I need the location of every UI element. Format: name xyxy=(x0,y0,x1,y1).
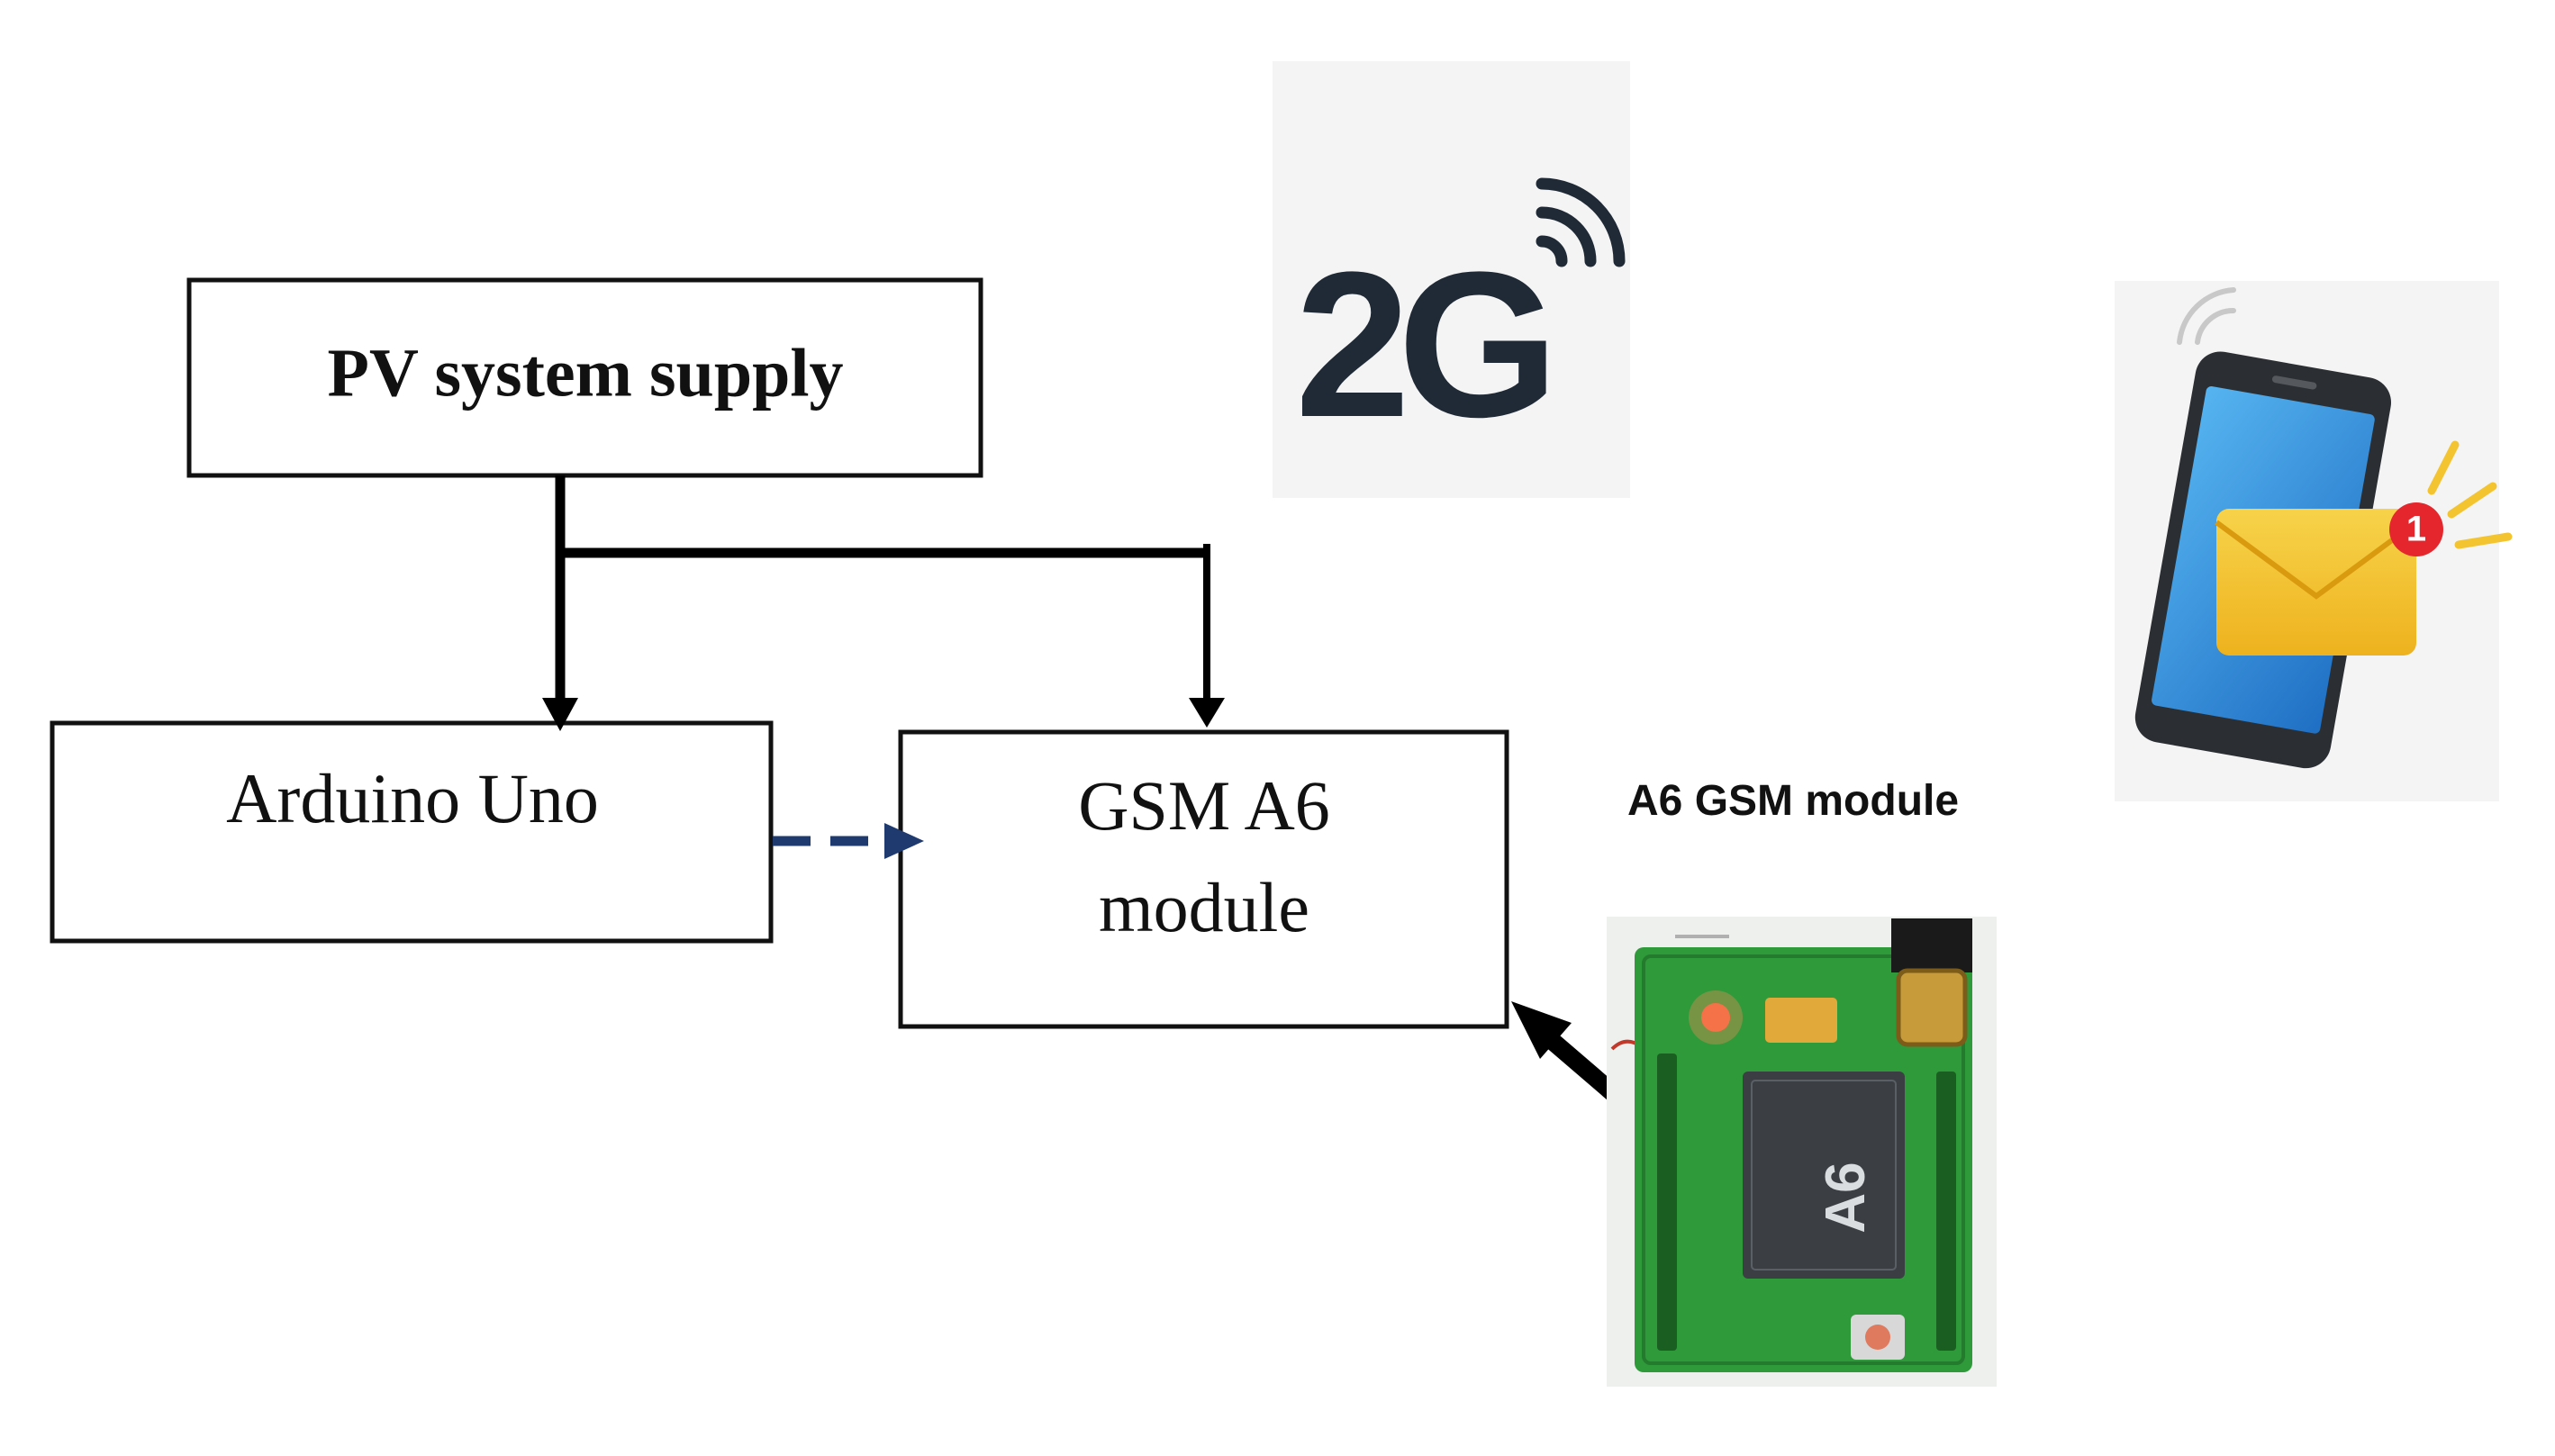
pv-supply-block: PV system supply xyxy=(186,277,983,478)
gsm-a6-label-line2: module xyxy=(1099,868,1309,946)
2g-text: 2G xyxy=(1295,229,1546,460)
arduino-uno-label: Arduino Uno xyxy=(226,759,599,837)
phone-vibration-icon xyxy=(2177,287,2236,345)
a6-chip-marking: A6 xyxy=(1815,1162,1877,1233)
envelope-icon xyxy=(2215,509,2418,656)
dashed-arrowhead xyxy=(884,823,924,859)
serial-data-connector xyxy=(773,823,924,859)
alert-rays-icon xyxy=(2427,440,2513,549)
pv-supply-label: PV system supply xyxy=(328,335,844,411)
pin-header-left xyxy=(1657,1054,1677,1351)
a6-chip xyxy=(1743,1072,1905,1279)
gsm-a6-module-block: GSM A6 module xyxy=(898,729,1509,1029)
notification-badge: 1 xyxy=(2389,502,2443,556)
smartphone-message-notification-icon: 1 xyxy=(2115,281,2513,801)
pin-header-right xyxy=(1936,1072,1956,1351)
a6-module-caption: A6 GSM module xyxy=(1627,777,1959,825)
arduino-uno-block: Arduino Uno xyxy=(50,720,774,944)
status-led xyxy=(1701,1003,1730,1032)
gsm-a6-label-line1: GSM A6 xyxy=(1078,766,1330,845)
power-connectors xyxy=(542,475,1225,731)
signal-waves-icon xyxy=(1536,177,1626,267)
2g-signal-icon: 2G xyxy=(1273,61,1630,498)
arrowhead-to-arduino xyxy=(542,698,578,731)
capacitor xyxy=(1765,998,1837,1043)
notification-count: 1 xyxy=(2406,510,2426,549)
arrowhead-to-gsm xyxy=(1189,698,1225,728)
photo-arrowhead xyxy=(1511,1001,1572,1059)
gsm-module-board-image: A6 xyxy=(1607,917,1997,1387)
antenna-connector xyxy=(1891,918,1972,972)
